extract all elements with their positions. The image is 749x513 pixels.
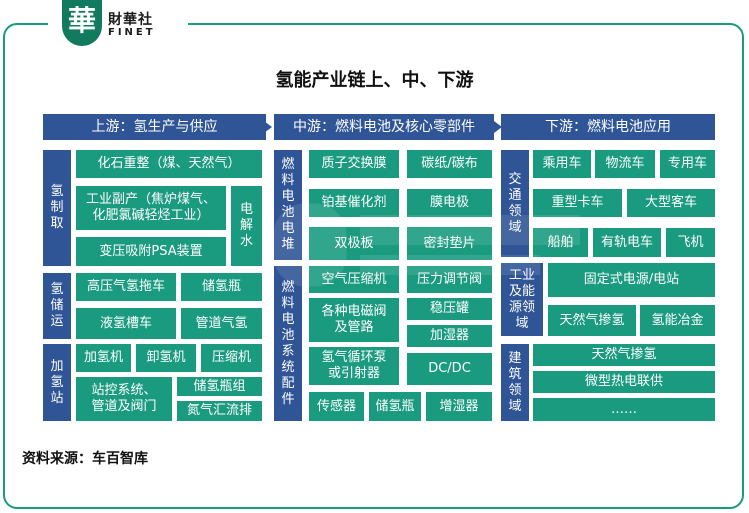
arrow-right-icon: [260, 118, 272, 136]
category-label-storage: 氢 储 运: [43, 273, 71, 339]
item-box: 双极板: [309, 227, 399, 260]
item-box: 电 解 水: [231, 186, 262, 266]
item-box: 专用车: [660, 150, 715, 178]
category-label-system: 燃 料 电 池 系 统 配 件: [274, 266, 302, 421]
item-box: 储氢瓶: [181, 273, 262, 301]
item-box: 压力调节阀: [407, 266, 492, 293]
item-box: 压缩机: [201, 344, 262, 372]
source-note: 资料来源：车百智库: [22, 451, 148, 467]
item-box: 氮气汇流排: [177, 401, 262, 421]
brand-name-en: FINET: [108, 27, 156, 38]
category-label-stack: 燃 料 电 池 电 堆: [274, 150, 302, 260]
category-label-refuel: 加 氢 站: [43, 344, 71, 421]
item-box: 大型客车: [627, 189, 715, 217]
item-box: 天然气掺氢: [548, 305, 636, 336]
item-box: 储氢瓶组: [177, 377, 262, 396]
item-box: 工业副产（焦炉煤气、 化肥氯碱轻烃工业）: [76, 186, 226, 230]
item-box: 管道气氢: [181, 308, 262, 339]
category-label-industry: 工业 及能 源领 域: [501, 263, 543, 336]
item-box: 各种电磁阀 及管路: [309, 298, 399, 342]
brand-logo: 華 財華社 FINET: [48, 0, 188, 46]
arrow-right-icon: [490, 118, 502, 136]
item-box: 有轨电车: [593, 228, 661, 257]
item-box: 空气压缩机: [309, 266, 399, 293]
item-box: ……: [533, 398, 715, 421]
diagram-title: 氢能产业链上、中、下游: [275, 70, 474, 91]
item-box: 稳压罐: [407, 298, 492, 320]
brand-name-cn: 財華社: [108, 12, 153, 28]
item-box: 乘用车: [533, 150, 591, 178]
item-box: 加湿器: [407, 325, 492, 347]
item-box: 碳纸/碳布: [407, 150, 492, 178]
item-box: 铂基催化剂: [309, 189, 399, 217]
item-box: 天然气掺氢: [533, 344, 715, 366]
item-box: 储氢瓶: [369, 392, 421, 421]
item-box: 化石重整（煤、天然气）: [76, 150, 262, 178]
item-box: 密封垫片: [407, 227, 492, 260]
item-box: DC/DC: [407, 353, 492, 385]
category-label-transport: 交 通 领 域: [501, 150, 529, 257]
item-box: 氢气循环泵 或引射器: [309, 347, 399, 385]
brand-mark: 華: [62, 0, 102, 46]
item-box: 高压气氢拖车: [76, 273, 176, 301]
item-box: 物流车: [595, 150, 655, 178]
item-box: 站控系统、 管道及阀门: [76, 377, 172, 421]
header-midstream: 中游：燃料电池及核心零部件: [274, 114, 494, 140]
header-upstream: 上游：氢生产与供应: [43, 114, 266, 140]
item-box: 增湿器: [426, 392, 492, 421]
item-box: 飞机: [666, 228, 715, 257]
header-downstream: 下游：燃料电池应用: [501, 114, 715, 140]
item-box: 微型热电联供: [533, 371, 715, 393]
category-label-building: 建 筑 领 域: [501, 344, 529, 421]
item-box: 变压吸附PSA装置: [76, 237, 226, 266]
item-box: 加氢机: [76, 344, 131, 372]
item-box: 船舶: [533, 228, 588, 257]
item-box: 重型卡车: [533, 189, 622, 217]
item-box: 固定式电源/电站: [548, 263, 715, 297]
item-box: 液氢槽车: [76, 308, 176, 339]
item-box: 氢能冶金: [640, 305, 715, 336]
item-box: 卸氢机: [136, 344, 196, 372]
item-box: 质子交换膜: [309, 150, 399, 178]
item-box: 膜电极: [407, 189, 492, 217]
category-label-production: 氢 制 取: [43, 150, 71, 266]
item-box: 传感器: [309, 392, 364, 421]
